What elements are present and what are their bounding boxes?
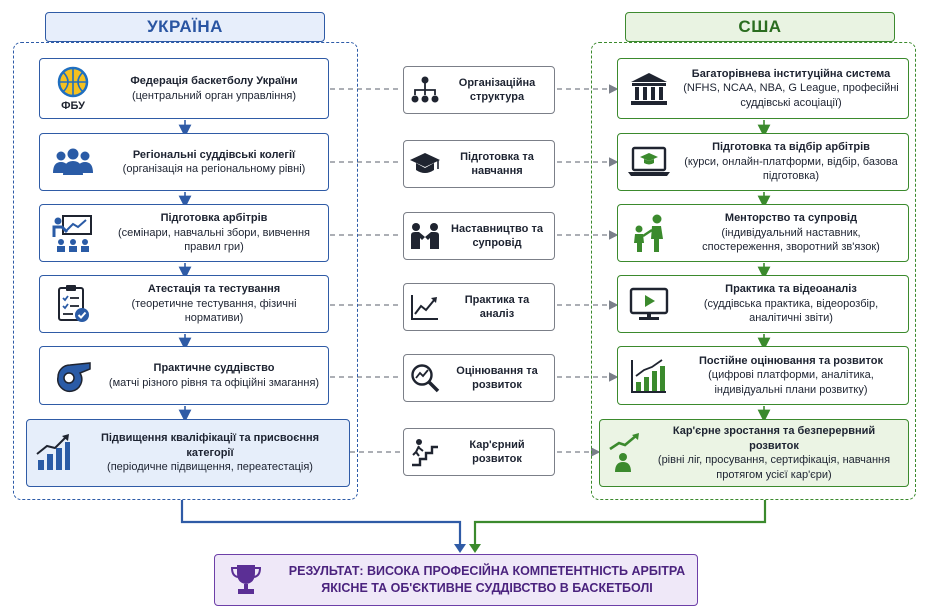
box-title: Постійне оцінювання та розвиток bbox=[698, 354, 883, 367]
usa-box-text: Менторство та супровід(індивідуальний на… bbox=[680, 211, 908, 255]
ukraine-box-text: Підготовка арбітрів(семінари, навчальні … bbox=[106, 211, 328, 255]
result-box: РЕЗУЛЬТАТ: ВИСОКА ПРОФЕСІЙНА КОМПЕТЕНТНІ… bbox=[214, 554, 698, 606]
usa-box-career: Кар'єрне зростання та безперервний розви… bbox=[599, 419, 909, 487]
middle-org-structure: Організаційна структура bbox=[403, 66, 555, 114]
box-title: Багаторівнева інституційна система bbox=[691, 67, 891, 80]
usa-box-text: Практика та відеоаналіз(суддівська практ… bbox=[680, 282, 908, 326]
box-desc: (центральний орган управління) bbox=[131, 89, 297, 102]
usa-panel bbox=[591, 42, 916, 500]
result-line-2: ЯКІСНЕ ТА ОБ'ЄКТИВНЕ СУДДІВСТВО В БАСКЕТ… bbox=[321, 581, 653, 595]
box-title: Менторство та супровід bbox=[724, 212, 858, 225]
people-group-icon bbox=[53, 148, 93, 175]
box-title: Практика та відеоаналіз bbox=[725, 283, 857, 296]
middle-label: Оцінювання та розвиток bbox=[456, 365, 538, 391]
box-desc: (NFHS, NCAA, NBA, G League, професійні с… bbox=[683, 82, 899, 109]
career-growth-icon bbox=[609, 433, 639, 472]
box-title: Регіональні суддівські колегії bbox=[132, 148, 296, 161]
middle-label: Практика та аналіз bbox=[464, 294, 530, 320]
box-title: Підготовка арбітрів bbox=[160, 212, 268, 225]
growth-chart-icon bbox=[36, 434, 70, 470]
checklist-icon bbox=[58, 285, 89, 322]
ukraine-box-federation: ФБУ Федерація баскетболу України (централ… bbox=[39, 58, 329, 119]
middle-label: Організаційна структура bbox=[458, 77, 536, 103]
usa-box-institutional: Багаторівнева інституційна система (NFHS,… bbox=[617, 58, 909, 119]
box-title: Атестація та тестування bbox=[147, 283, 281, 296]
ukraine-box-text: Підвищення кваліфікації та присвоєння ка… bbox=[79, 431, 349, 475]
trophy-icon bbox=[230, 565, 262, 594]
usa-header: США bbox=[625, 12, 895, 42]
ukraine-box-qualification: Підвищення кваліфікації та присвоєння ка… bbox=[26, 419, 350, 487]
basketball-icon bbox=[57, 66, 89, 97]
fbu-logo: ФБУ bbox=[40, 66, 106, 112]
laptop-course-icon bbox=[628, 146, 670, 176]
bar-growth-icon bbox=[631, 358, 666, 393]
middle-practice: Практика та аналіз bbox=[403, 283, 555, 331]
ukraine-box-text: Атестація та тестування(теоретичне тесту… bbox=[106, 282, 328, 326]
box-title: Підвищення кваліфікації та присвоєння ка… bbox=[100, 432, 320, 459]
usa-box-video: Практика та відеоаналіз(суддівська практ… bbox=[617, 275, 909, 333]
mentoring-icon bbox=[411, 223, 439, 249]
result-text: РЕЗУЛЬТАТ: ВИСОКА ПРОФЕСІЙНА КОМПЕТЕНТНІ… bbox=[277, 563, 697, 597]
usa-box-text: Багаторівнева інституційна система (NFHS,… bbox=[680, 67, 908, 111]
comparison-connectors bbox=[330, 84, 619, 457]
career-stairs-icon bbox=[412, 439, 438, 467]
usa-to-result-line bbox=[473, 500, 767, 548]
box-desc: (організація на регіональному рівні) bbox=[122, 163, 306, 175]
box-desc: (теоретичне тестування, фізичні норматив… bbox=[131, 297, 297, 325]
video-monitor-icon bbox=[629, 287, 669, 320]
box-desc: (періодичне підвищення, переатестація) bbox=[107, 461, 313, 474]
middle-evaluation: Оцінювання та розвиток bbox=[403, 354, 555, 402]
usa-box-text: Кар'єрне зростання та безперервний розви… bbox=[648, 424, 908, 482]
mentor-guide-icon bbox=[634, 214, 663, 252]
institution-building-icon bbox=[631, 72, 667, 105]
ukraine-panel bbox=[13, 42, 358, 500]
ukraine-box-attestation: Атестація та тестування(теоретичне тесту… bbox=[39, 275, 329, 333]
ukraine-box-training: Підготовка арбітрів(семінари, навчальні … bbox=[39, 204, 329, 262]
ukraine-box-text: Регіональні суддівські колегії (організац… bbox=[106, 148, 328, 177]
middle-label: Наставництво та супровід bbox=[451, 223, 543, 249]
org-structure-icon bbox=[411, 76, 439, 103]
ukraine-header: УКРАЇНА bbox=[45, 12, 325, 42]
box-title: Практичне суддівство bbox=[153, 362, 275, 374]
usa-box-text: Підготовка та відбір арбітрів(курси, онл… bbox=[680, 140, 908, 184]
middle-label: Підготовка та навчання bbox=[460, 151, 534, 177]
magnifier-chart-icon bbox=[411, 364, 440, 393]
ukraine-box-text: Федерація баскетболу України (центральний… bbox=[106, 74, 328, 103]
middle-career: Кар'єрний розвиток bbox=[403, 428, 555, 476]
box-desc: (семінари, навчальні збори, вивчення пра… bbox=[118, 226, 310, 254]
usa-box-mentorship: Менторство та супровід(індивідуальний на… bbox=[617, 204, 909, 262]
middle-mentoring: Наставництво та супровід bbox=[403, 212, 555, 260]
ukraine-to-result-line bbox=[180, 500, 462, 548]
box-desc: (рівні ліг, просування, сертифікація, на… bbox=[657, 454, 891, 481]
usa-box-evaluation: Постійне оцінювання та розвиток (цифрові … bbox=[617, 346, 909, 405]
usa-box-text: Постійне оцінювання та розвиток (цифрові … bbox=[680, 354, 908, 398]
box-desc: (матчі різного рівня та офіційні змаганн… bbox=[108, 376, 320, 389]
ukraine-box-practical: Практичне суддівство (матчі різного рівня… bbox=[39, 346, 329, 405]
middle-training: Підготовка та навчання bbox=[403, 140, 555, 188]
box-desc: (цифрові платформи, аналітика, індивідуа… bbox=[708, 369, 874, 396]
ukraine-box-text: Практичне суддівство (матчі різного рівня… bbox=[106, 361, 328, 390]
box-title: Федерація баскетболу України bbox=[130, 75, 298, 87]
middle-label: Кар'єрний розвиток bbox=[469, 439, 525, 465]
box-desc: (індивідуальний наставник, спостереження… bbox=[702, 226, 880, 254]
box-title: Кар'єрне зростання та безперервний розви… bbox=[672, 425, 876, 452]
usa-box-selection: Підготовка та відбір арбітрів(курси, онл… bbox=[617, 133, 909, 191]
line-chart-icon bbox=[411, 295, 438, 320]
graduation-cap-icon bbox=[410, 153, 440, 173]
fbu-logo-text: ФБУ bbox=[61, 99, 85, 112]
ukraine-box-regional: Регіональні суддівські колегії (організац… bbox=[39, 133, 329, 191]
whistle-icon bbox=[57, 361, 91, 392]
result-line-1: РЕЗУЛЬТАТ: ВИСОКА ПРОФЕСІЙНА КОМПЕТЕНТНІ… bbox=[288, 564, 686, 578]
box-desc: (курси, онлайн-платформи, відбір, базова… bbox=[684, 155, 898, 183]
presentation-icon bbox=[52, 215, 92, 252]
box-desc: (суддівська практика, відеорозбір, аналі… bbox=[703, 297, 879, 325]
box-title: Підготовка та відбір арбітрів bbox=[712, 141, 870, 154]
